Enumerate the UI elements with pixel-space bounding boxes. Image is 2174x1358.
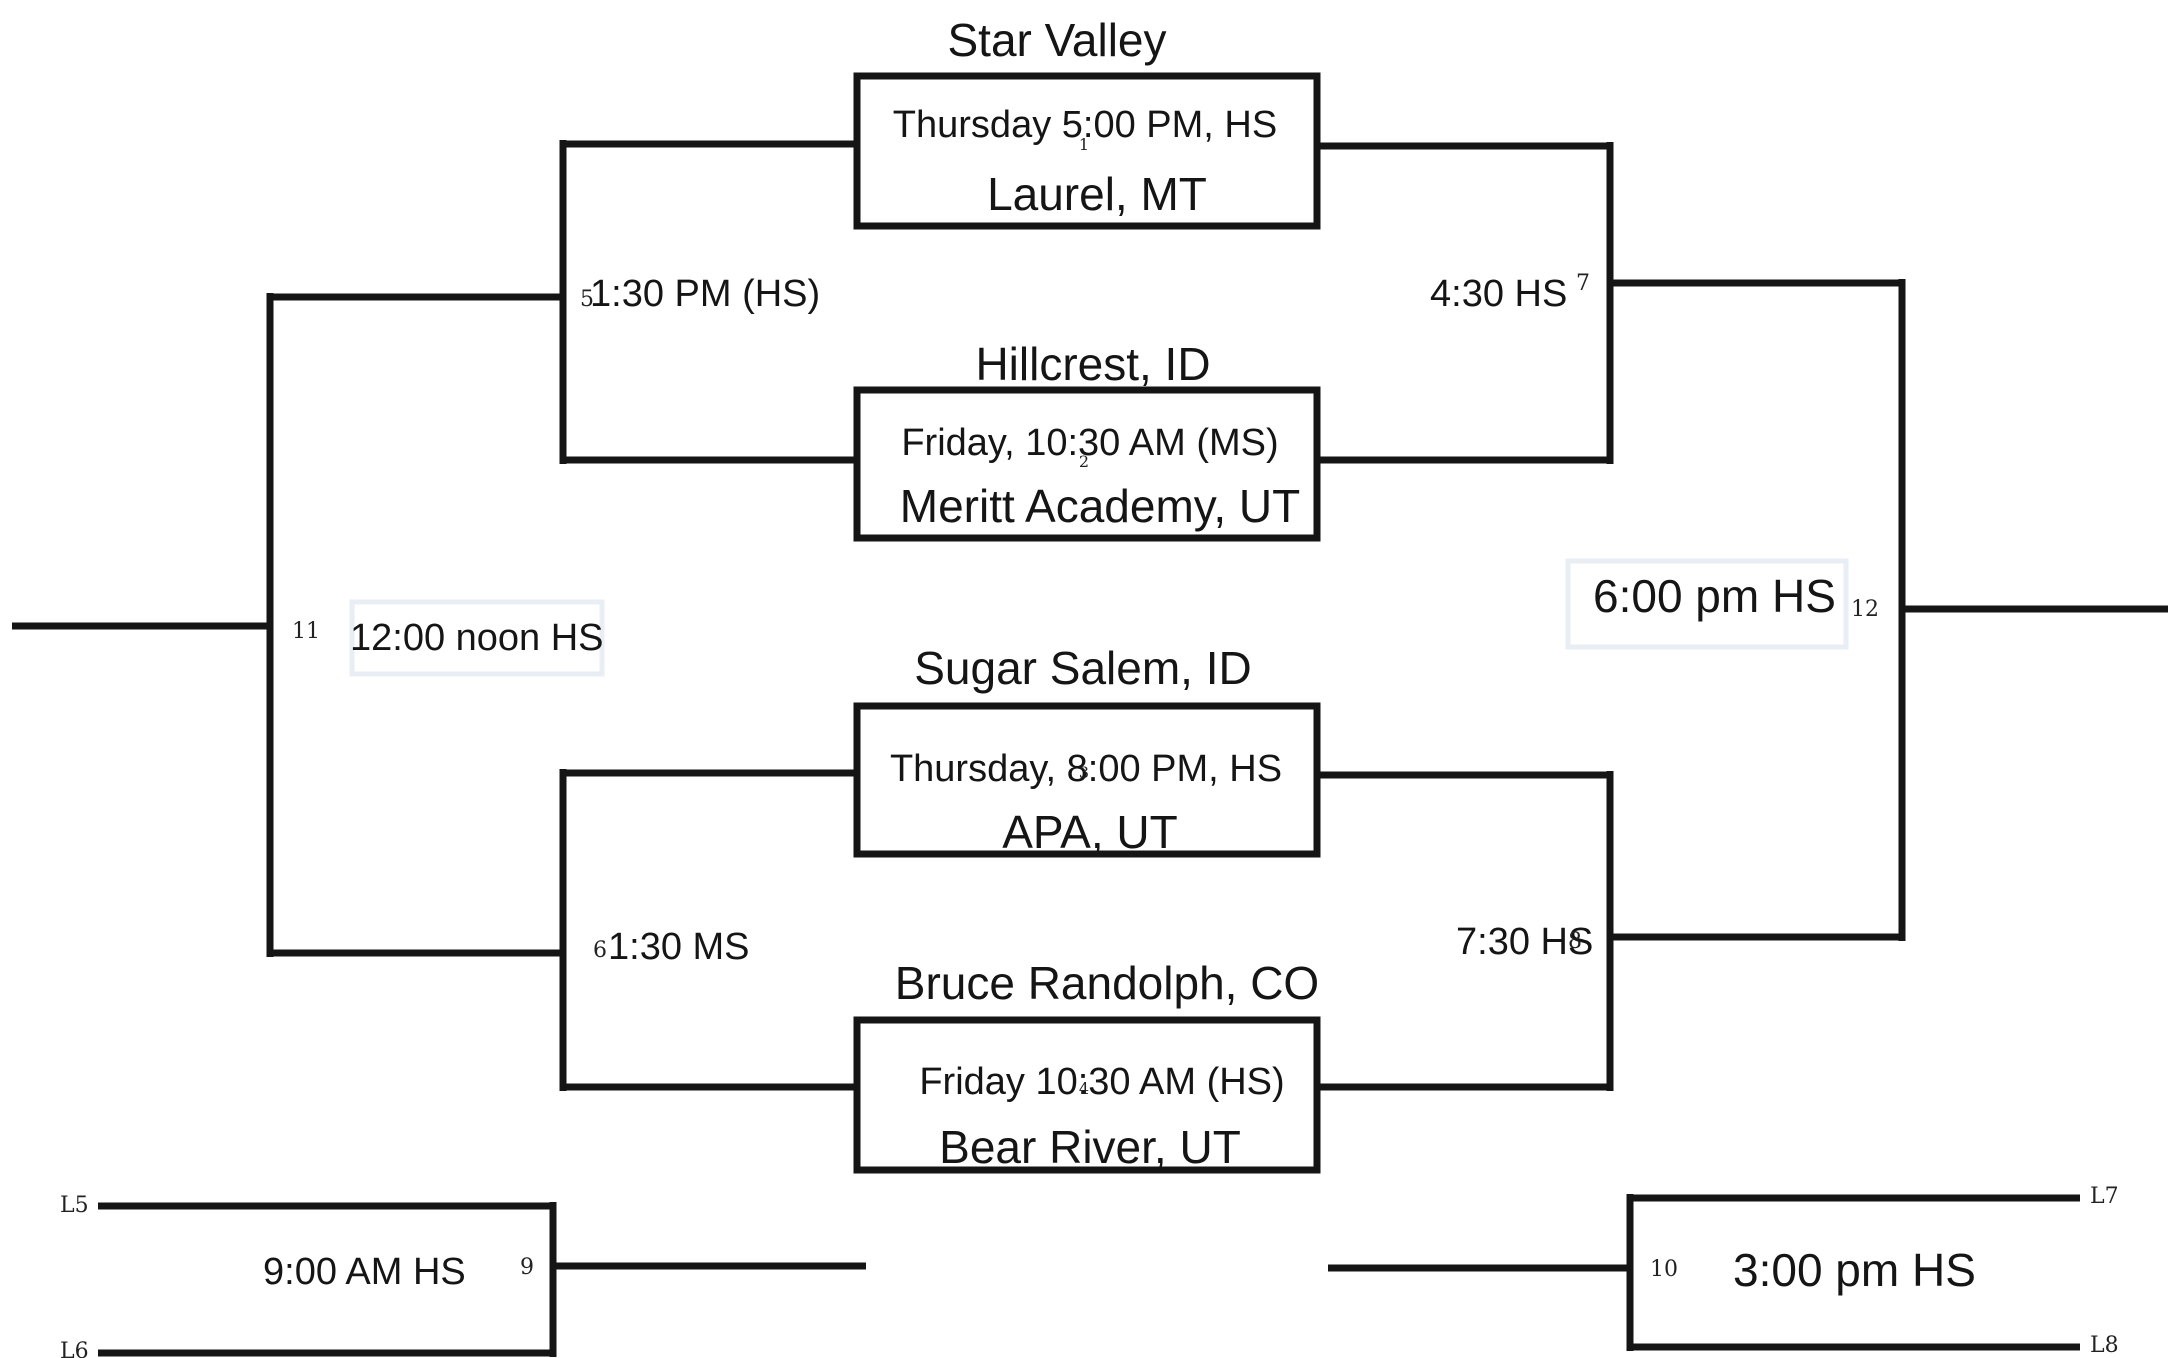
- game-3-number: 3: [1079, 763, 1089, 782]
- game-11-time-frame: [349, 599, 605, 677]
- game-2-time: Friday, 10:30 AM (MS): [901, 422, 1278, 464]
- game-5-number: 5: [580, 287, 594, 312]
- game-3-box: [853, 702, 1321, 858]
- game-9-label-bottom: L6: [60, 1339, 89, 1358]
- game-12-number: 12: [1851, 597, 1879, 622]
- game-4-team-top: Bruce Randolph, CO: [895, 957, 1319, 1009]
- game-2-box: [853, 386, 1321, 542]
- game-4-time: Friday 10:30 AM (HS): [919, 1061, 1284, 1103]
- game-8-number: 8: [1568, 929, 1582, 954]
- game-9-number: 9: [520, 1255, 534, 1280]
- game-2-team-top: Hillcrest, ID: [975, 338, 1210, 390]
- game-11-number: 11: [292, 619, 320, 644]
- game-10-number: 10: [1650, 1257, 1678, 1282]
- game-6-time: 1:30 MS: [608, 926, 750, 968]
- game-9-time: 9:00 AM HS: [263, 1251, 466, 1293]
- game-3-time: Thursday, 8:00 PM, HS: [890, 748, 1282, 790]
- game-12-time: 6:00 pm HS: [1593, 570, 1836, 622]
- game-5-time: 1:30 PM (HS): [590, 273, 820, 315]
- game-1-number: 1: [1079, 135, 1089, 154]
- game-3-team-top: Sugar Salem, ID: [914, 642, 1251, 694]
- game-10-label-top: L7: [2090, 1184, 2119, 1209]
- game-2-team-bottom: Meritt Academy, UT: [900, 480, 1300, 532]
- game-9-label-top: L5: [60, 1193, 89, 1218]
- game-4-number: 4: [1079, 1079, 1089, 1098]
- game-11-time: 12:00 noon HS: [350, 617, 604, 659]
- game-1-box: [853, 72, 1321, 230]
- game-1-team-top: Star Valley: [947, 14, 1166, 66]
- game-8-time: 7:30 HS: [1456, 921, 1593, 963]
- game-4-team-bottom: Bear River, UT: [939, 1121, 1241, 1173]
- game-7-time: 4:30 HS: [1430, 273, 1567, 315]
- game-10-time: 3:00 pm HS: [1733, 1244, 1976, 1296]
- game-1-team-bottom: Laurel, MT: [987, 168, 1207, 220]
- game-2-number: 2: [1079, 452, 1089, 471]
- game-10-label-bottom: L8: [2090, 1333, 2119, 1358]
- game-7-number: 7: [1576, 271, 1590, 296]
- game-6-number: 6: [593, 938, 607, 963]
- game-4-box: [853, 1016, 1321, 1174]
- game-3-team-bottom: APA, UT: [1002, 806, 1178, 858]
- game-1-time: Thursday 5:00 PM, HS: [893, 104, 1277, 146]
- game-12-time-frame: [1565, 558, 1849, 650]
